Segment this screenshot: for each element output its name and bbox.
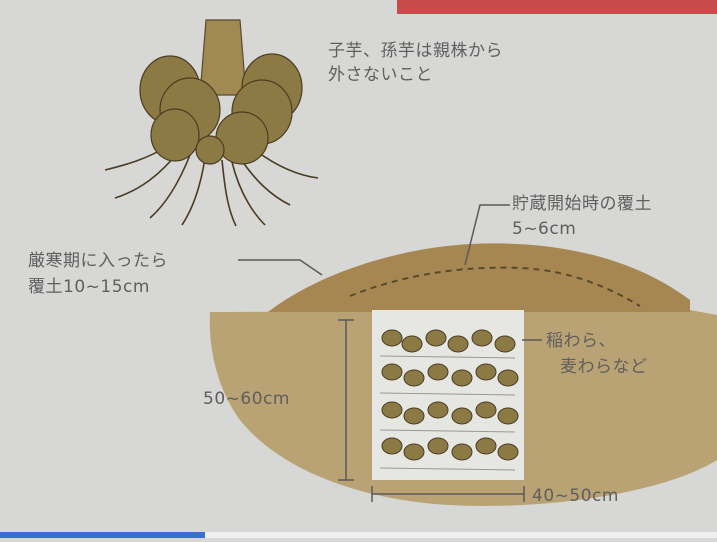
winter-cover-line2: 覆土10~15cm [28,277,150,297]
bottom-bar [0,532,717,538]
winter-cover-leader-line [238,259,323,276]
storage-cover-line1: 貯蔵開始時の覆土 [512,194,652,214]
storage-cover-line2: 5~6cm [512,219,577,239]
straw-line1: 稲わら、 [546,331,616,351]
winter-cover-line1: 厳寒期に入ったら [28,251,168,271]
straw-texture [379,355,516,471]
width-label: 40~50cm [532,486,619,506]
depth-label: 50~60cm [203,389,290,409]
top-note-line1: 子芋、孫芋は親株から [328,41,503,61]
bottom-bar-accent [0,532,205,538]
storage-cover-leader-line [464,204,510,266]
straw-line2: 麦わらなど [560,357,648,377]
stored-taro-rows [381,329,519,461]
taro-plant-illustration [104,19,319,227]
soil-mound [268,243,690,312]
width-dimension [371,486,525,502]
taro-corms [139,53,303,165]
top-accent-band [397,0,717,14]
depth-dimension [338,319,354,481]
top-note-line2: 外さないこと [328,65,433,85]
